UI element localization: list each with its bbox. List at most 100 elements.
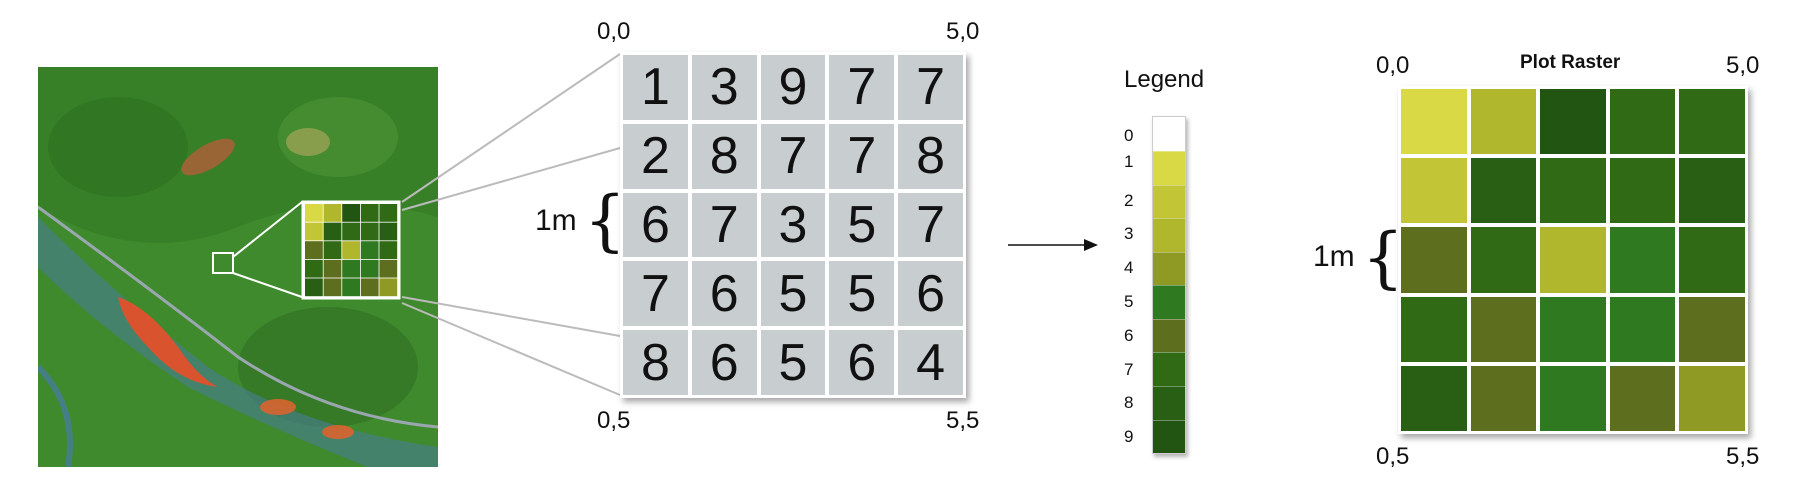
plot-corner-bottom-left: 0,5 bbox=[1376, 443, 1410, 470]
zoom-cell bbox=[342, 222, 360, 241]
legend-label: 9 bbox=[1124, 427, 1134, 447]
raster-cell: 6 bbox=[898, 261, 963, 327]
plot-cell bbox=[1401, 89, 1467, 155]
raster-cell: 3 bbox=[691, 55, 757, 120]
zoom-cell bbox=[360, 204, 379, 222]
zoom-cell bbox=[342, 204, 360, 222]
plot-raster-grid bbox=[1398, 86, 1748, 434]
plot-cell bbox=[1401, 365, 1467, 431]
plot-cell bbox=[1679, 227, 1745, 293]
legend-swatch bbox=[1153, 352, 1185, 386]
raster-cell: 1 bbox=[623, 55, 688, 120]
plot-cell bbox=[1679, 158, 1745, 224]
plot-cell bbox=[1679, 89, 1745, 155]
raster-cell: 7 bbox=[623, 261, 688, 327]
raster-cell: 8 bbox=[623, 330, 688, 395]
plot-cell bbox=[1679, 365, 1745, 431]
zoom-inset bbox=[301, 200, 401, 300]
zoom-cell bbox=[323, 278, 342, 297]
raster-cell: 6 bbox=[691, 330, 757, 395]
legend-swatch bbox=[1153, 117, 1185, 151]
zoom-cell bbox=[379, 278, 398, 297]
zoom-cell bbox=[342, 278, 360, 297]
raster-cell: 8 bbox=[691, 123, 757, 189]
plot-cell bbox=[1609, 227, 1676, 293]
plot-cell bbox=[1540, 158, 1606, 224]
zoom-cell bbox=[323, 259, 342, 278]
corner-top-right: 5,0 bbox=[946, 18, 980, 45]
zoom-cell bbox=[379, 259, 398, 278]
legend-label: 5 bbox=[1124, 292, 1134, 311]
arrow-head bbox=[1084, 239, 1098, 251]
zoom-cell bbox=[305, 241, 323, 259]
satellite-image bbox=[38, 67, 438, 467]
legend-label: 4 bbox=[1124, 258, 1134, 278]
plot-cell bbox=[1470, 158, 1537, 224]
legend-swatch bbox=[1153, 184, 1185, 219]
corner-top-left: 0,0 bbox=[597, 18, 631, 45]
plot-cell bbox=[1401, 227, 1467, 293]
plot-cell bbox=[1609, 296, 1676, 362]
raster-cell: 9 bbox=[760, 55, 826, 120]
scale-brace: { bbox=[584, 182, 626, 259]
raster-cell: 4 bbox=[898, 330, 963, 395]
legend-swatch bbox=[1153, 419, 1185, 454]
legend-title: Legend bbox=[1124, 66, 1205, 93]
corner-bottom-right: 5,5 bbox=[946, 407, 980, 434]
legend-swatch bbox=[1153, 285, 1185, 319]
zoom-cell bbox=[379, 204, 398, 222]
raster-cell: 6 bbox=[623, 192, 688, 258]
plot-corner-bottom-right: 5,5 bbox=[1726, 443, 1760, 470]
plot-cell bbox=[1540, 296, 1606, 362]
plot-cell bbox=[1609, 365, 1676, 431]
plot-scale-brace: { bbox=[1362, 219, 1404, 296]
plot-title: Plot Raster bbox=[1520, 52, 1621, 73]
plot-cell bbox=[1540, 89, 1606, 155]
legend-label: 2 bbox=[1124, 190, 1134, 210]
legend-label: 0 bbox=[1124, 126, 1134, 145]
plot-cell bbox=[1540, 227, 1606, 293]
corner-bottom-left: 0,5 bbox=[597, 407, 631, 434]
zoom-cell bbox=[360, 259, 379, 278]
raster-cell: 5 bbox=[760, 261, 826, 327]
zoom-cell bbox=[342, 241, 360, 259]
scale-label: 1m bbox=[535, 204, 577, 237]
plot-cell bbox=[1470, 89, 1537, 155]
plot-corner-top-right: 5,0 bbox=[1726, 52, 1760, 79]
zoom-cell bbox=[360, 241, 379, 259]
zoom-cell bbox=[305, 204, 323, 222]
legend-swatch bbox=[1153, 151, 1185, 185]
plot-cell bbox=[1470, 296, 1537, 362]
zoom-cell bbox=[323, 241, 342, 259]
raster-cell: 7 bbox=[691, 192, 757, 258]
selection-box bbox=[212, 252, 234, 274]
raster-cell: 7 bbox=[898, 192, 963, 258]
legend-label: 1 bbox=[1124, 152, 1134, 171]
plot-scale-label: 1m bbox=[1313, 240, 1355, 273]
plot-cell bbox=[1401, 158, 1467, 224]
raster-cell: 7 bbox=[829, 55, 895, 120]
plot-corner-top-left: 0,0 bbox=[1376, 52, 1410, 79]
raster-cell: 7 bbox=[760, 123, 826, 189]
legend-label: 7 bbox=[1124, 359, 1134, 379]
raster-cell: 5 bbox=[760, 330, 826, 395]
legend-color-bar bbox=[1152, 116, 1186, 454]
legend-label: 3 bbox=[1124, 224, 1134, 244]
legend-swatch bbox=[1153, 251, 1185, 286]
legend-swatch bbox=[1153, 385, 1185, 420]
raster-cell: 5 bbox=[829, 192, 895, 258]
raster-cell: 8 bbox=[898, 123, 963, 189]
plot-cell bbox=[1470, 365, 1537, 431]
raster-cell: 3 bbox=[760, 192, 826, 258]
legend-label: 8 bbox=[1124, 393, 1134, 413]
zoom-cell bbox=[360, 278, 379, 297]
raster-cell: 7 bbox=[898, 55, 963, 120]
legend-label: 6 bbox=[1124, 325, 1134, 345]
zoom-cell bbox=[379, 241, 398, 259]
raster-cell: 7 bbox=[829, 123, 895, 189]
raster-cell: 6 bbox=[829, 330, 895, 395]
plot-cell bbox=[1540, 365, 1606, 431]
raster-cell: 5 bbox=[829, 261, 895, 327]
zoom-cell bbox=[323, 204, 342, 222]
